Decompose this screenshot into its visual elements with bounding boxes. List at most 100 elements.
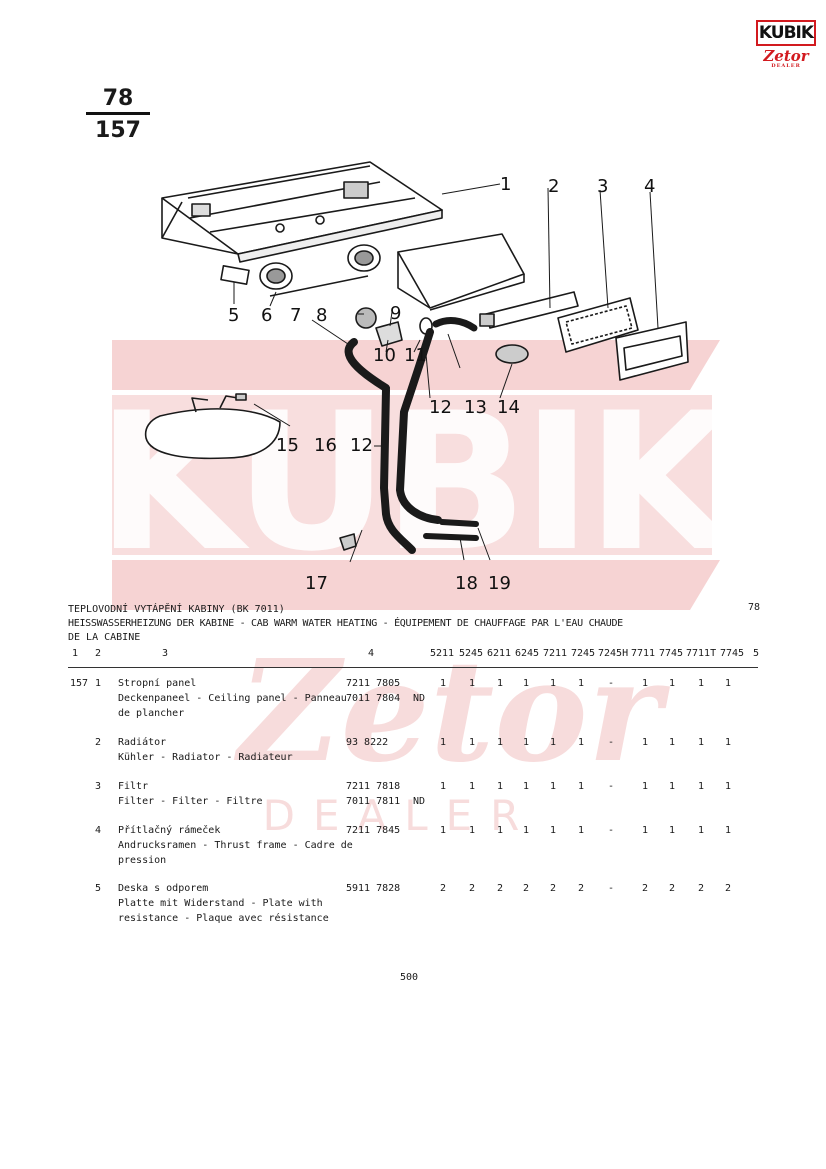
row2-qty-7745: 1	[668, 737, 676, 748]
row5-qty-7745: 2	[668, 883, 676, 894]
row4-name-multi-b: pression	[118, 855, 167, 866]
callout-18: 18	[455, 573, 478, 594]
row5-name-multi-b: resistance - Plaque avec résistance	[118, 913, 329, 924]
callout-5: 5	[228, 305, 240, 326]
row1-qty-7745: 1	[668, 678, 676, 689]
row1-qty-7245h: -	[607, 678, 615, 689]
mirror-drawing	[144, 408, 281, 460]
row5-qty-5245: 2	[468, 883, 476, 894]
row2-qty-7745b: 1	[724, 737, 732, 748]
row1-qty-7211: 1	[549, 678, 557, 689]
row1-qty-6211: 1	[496, 678, 504, 689]
row1-part-no-a: 7211 7805	[346, 678, 401, 689]
short-hose-drawing	[432, 317, 478, 332]
row1-qty-5245: 1	[468, 678, 476, 689]
row3-qty-7711: 1	[641, 781, 649, 792]
callout-4: 4	[644, 176, 656, 197]
callout-2: 2	[548, 176, 560, 197]
row4-qty-5245: 1	[468, 825, 476, 836]
row1-name-multi-a: Deckenpaneel - Ceiling panel - Panneau	[118, 693, 347, 704]
logo-dealer: DEALER	[771, 63, 801, 69]
row5-name-cz: Deska s odporem	[118, 883, 209, 894]
row4-qty-5211: 1	[439, 825, 447, 836]
row5-qty-7211: 2	[549, 883, 557, 894]
callout-16: 16	[314, 435, 337, 456]
row4-qty-7745: 1	[668, 825, 676, 836]
callout-7: 7	[290, 305, 302, 326]
row2-qty-6245: 1	[522, 737, 530, 748]
row3-qty-6245: 1	[522, 781, 530, 792]
row4-qty-7711: 1	[641, 825, 649, 836]
page-ref-bottom: 157	[95, 118, 141, 143]
row3-name-multi-a: Filter - Filter - Filtre	[118, 796, 263, 807]
row3-qty-7711t: 1	[697, 781, 705, 792]
callout-10: 10	[373, 345, 396, 366]
row3-qty-7211: 1	[549, 781, 557, 792]
row2-qty-5245: 1	[468, 737, 476, 748]
page-footer-number: 500	[400, 972, 419, 983]
row4-qty-6245: 1	[522, 825, 530, 836]
hose-12b-drawing	[396, 328, 442, 524]
callout-12: 12	[429, 397, 452, 418]
callout-12b: 12	[350, 435, 373, 456]
section-title-multi-2: DE LA CABINE	[68, 632, 141, 643]
row4-qty-6211: 1	[496, 825, 504, 836]
filter-drawing	[557, 297, 639, 353]
row1-qty-7711t: 1	[697, 678, 705, 689]
logo-sub-text: Zetor	[763, 47, 809, 65]
radiator-box-drawing	[397, 233, 525, 311]
row5-qty-5211: 2	[439, 883, 447, 894]
row5-qty-7745b: 2	[724, 883, 732, 894]
row2-qty-5211: 1	[439, 737, 447, 748]
model-6245: 6245	[515, 648, 540, 659]
radiator-core-drawing	[479, 291, 579, 329]
section-number: 78	[748, 602, 761, 613]
callout-17: 17	[305, 573, 328, 594]
callout-9: 9	[390, 303, 402, 324]
row4-part-no-a: 7211 7845	[346, 825, 401, 836]
logo-sub: Zetor DEALER	[756, 48, 816, 70]
col-label-3: 3	[162, 648, 169, 659]
row3-qty-7245: 1	[577, 781, 585, 792]
row1-note: ND	[413, 693, 426, 704]
callout-15: 15	[276, 435, 299, 456]
fittings-drawing	[423, 519, 479, 541]
watermark-dealer: DEALER	[263, 791, 538, 840]
row4-qty-7711t: 1	[697, 825, 705, 836]
callout-6: 6	[261, 305, 273, 326]
row3-qty-5211: 1	[439, 781, 447, 792]
row1-qty-6245: 1	[522, 678, 530, 689]
row5-part-no-a: 5911 7828	[346, 883, 401, 894]
logo-brand: KUBIK	[758, 22, 814, 44]
row1-qty-7745b: 1	[724, 678, 732, 689]
row3-name-cz: Filtr	[118, 781, 149, 792]
row1-qty-7245: 1	[577, 678, 585, 689]
hose-12-drawing	[380, 386, 416, 554]
hose-7-drawing	[344, 338, 390, 392]
resistance-plate-drawing	[220, 265, 250, 285]
row5-qty-6211: 2	[496, 883, 504, 894]
row4-name-multi-a: Andrucksramen - Thrust frame - Cadre de	[118, 840, 353, 851]
row2-qty-7211: 1	[549, 737, 557, 748]
row4-qty-7211: 1	[549, 825, 557, 836]
callout-13: 13	[464, 397, 487, 418]
model-5245: 5245	[459, 648, 484, 659]
col-label-2: 2	[95, 648, 102, 659]
row5-qty-7711t: 2	[697, 883, 705, 894]
row1-part-no-b: 7011 7804	[346, 693, 401, 704]
thrust-frame-drawing	[615, 321, 689, 381]
bracket-drawing	[339, 533, 357, 551]
col-label-5: 5	[753, 648, 760, 659]
row4-qty-7245h: -	[607, 825, 615, 836]
page-ref-divider	[86, 112, 150, 115]
model-7211: 7211	[543, 648, 568, 659]
row1-name-cz: Stropní panel	[118, 678, 197, 689]
callout-19: 19	[488, 573, 511, 594]
exploded-parts-diagram	[144, 161, 689, 563]
col-label-4: 4	[368, 648, 375, 659]
valve-knob-drawing	[355, 307, 377, 329]
model-7245h: 7245H	[598, 648, 629, 659]
callout-1: 1	[500, 174, 512, 195]
control-knob-drawing	[495, 344, 529, 364]
